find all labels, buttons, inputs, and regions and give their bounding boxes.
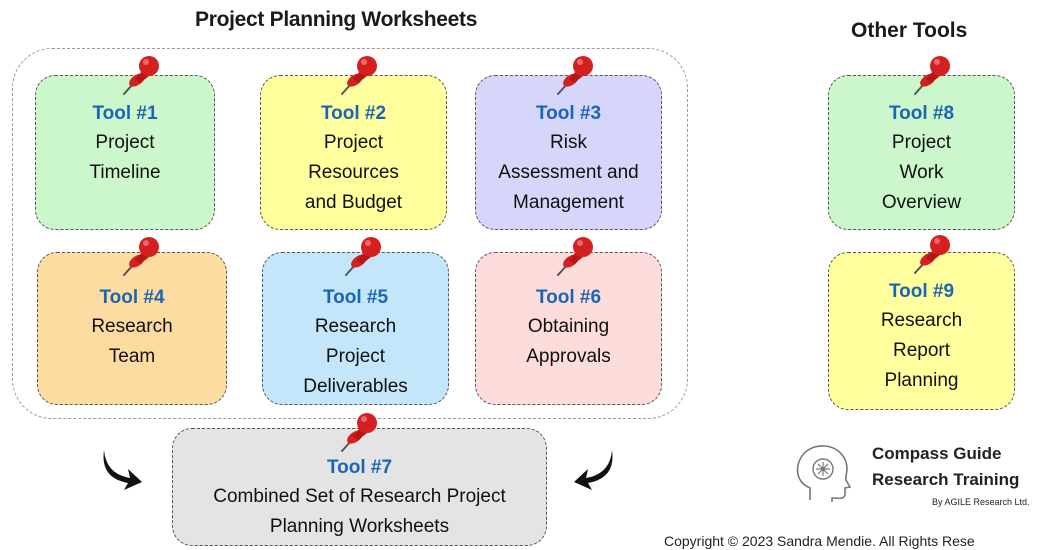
tool-title-line: Report bbox=[892, 340, 951, 361]
tool-number: Tool #1 bbox=[92, 103, 158, 124]
tool-number: Tool #6 bbox=[535, 287, 602, 308]
curved-arrow-left-icon bbox=[574, 450, 613, 490]
compass-head-logo-icon bbox=[796, 445, 852, 502]
push-pin-icon bbox=[123, 56, 159, 95]
tool-number: Tool #5 bbox=[322, 287, 389, 308]
tool-title-line: Resources bbox=[308, 162, 399, 183]
worksheets-group-frame bbox=[12, 48, 688, 419]
tool-title-line: Approvals bbox=[526, 346, 611, 367]
heading-project-planning-worksheets: Project Planning Worksheets bbox=[195, 8, 478, 31]
tool-number: Tool #8 bbox=[888, 103, 955, 124]
tool-title-line: Timeline bbox=[89, 162, 161, 183]
tool-title-line: Planning bbox=[884, 370, 959, 391]
tool-title-line: Work bbox=[899, 162, 944, 183]
tool-number: Tool #4 bbox=[99, 287, 165, 308]
tool-title-line: Research bbox=[314, 316, 397, 337]
push-pin-icon bbox=[341, 413, 377, 452]
push-pin-icon bbox=[123, 237, 159, 276]
push-pin-icon bbox=[341, 56, 377, 95]
brand-name-line1: Compass Guide bbox=[872, 444, 1002, 463]
push-pin-icon bbox=[914, 56, 950, 95]
brand-byline: By AGILE Research Ltd. bbox=[932, 497, 1030, 507]
tool-title-line: Planning Worksheets bbox=[269, 516, 450, 537]
tool-number: Tool #7 bbox=[326, 457, 393, 478]
push-pin-icon bbox=[914, 235, 950, 274]
tool-title-line: Assessment and bbox=[498, 162, 639, 183]
tool-title-line: Risk bbox=[550, 132, 587, 153]
heading-other-tools: Other Tools bbox=[851, 19, 968, 42]
copyright-notice: Copyright © 2023 Sandra Mendie. All Righ… bbox=[664, 533, 975, 549]
tool-title-line: Project bbox=[95, 132, 155, 153]
tool-number: Tool #9 bbox=[888, 281, 955, 302]
push-pin-icon bbox=[557, 237, 593, 276]
tool-number: Tool #2 bbox=[320, 103, 387, 124]
tool-title-line: Management bbox=[513, 192, 624, 213]
push-pin-icon bbox=[345, 237, 381, 276]
tool-title-line: Research bbox=[91, 316, 173, 337]
tool-title-line: Combined Set of Research Project bbox=[213, 486, 506, 507]
tool-title-line: Deliverables bbox=[303, 376, 408, 397]
tool-number: Tool #3 bbox=[535, 103, 602, 124]
brand-name-line2: Research Training bbox=[872, 470, 1020, 489]
tool-title-line: Project bbox=[323, 132, 384, 153]
tool-title-line: Project bbox=[891, 132, 952, 153]
push-pin-icon bbox=[557, 56, 593, 95]
tool-title-line: Overview bbox=[881, 192, 962, 213]
tool-title-line: Team bbox=[108, 346, 156, 367]
tool-title-line: Obtaining bbox=[527, 316, 610, 337]
tool-title-line: and Budget bbox=[304, 192, 403, 213]
tool-title-line: Research bbox=[880, 310, 963, 331]
tool-title-line: Project bbox=[325, 346, 386, 367]
curved-arrow-right-icon bbox=[103, 450, 142, 490]
